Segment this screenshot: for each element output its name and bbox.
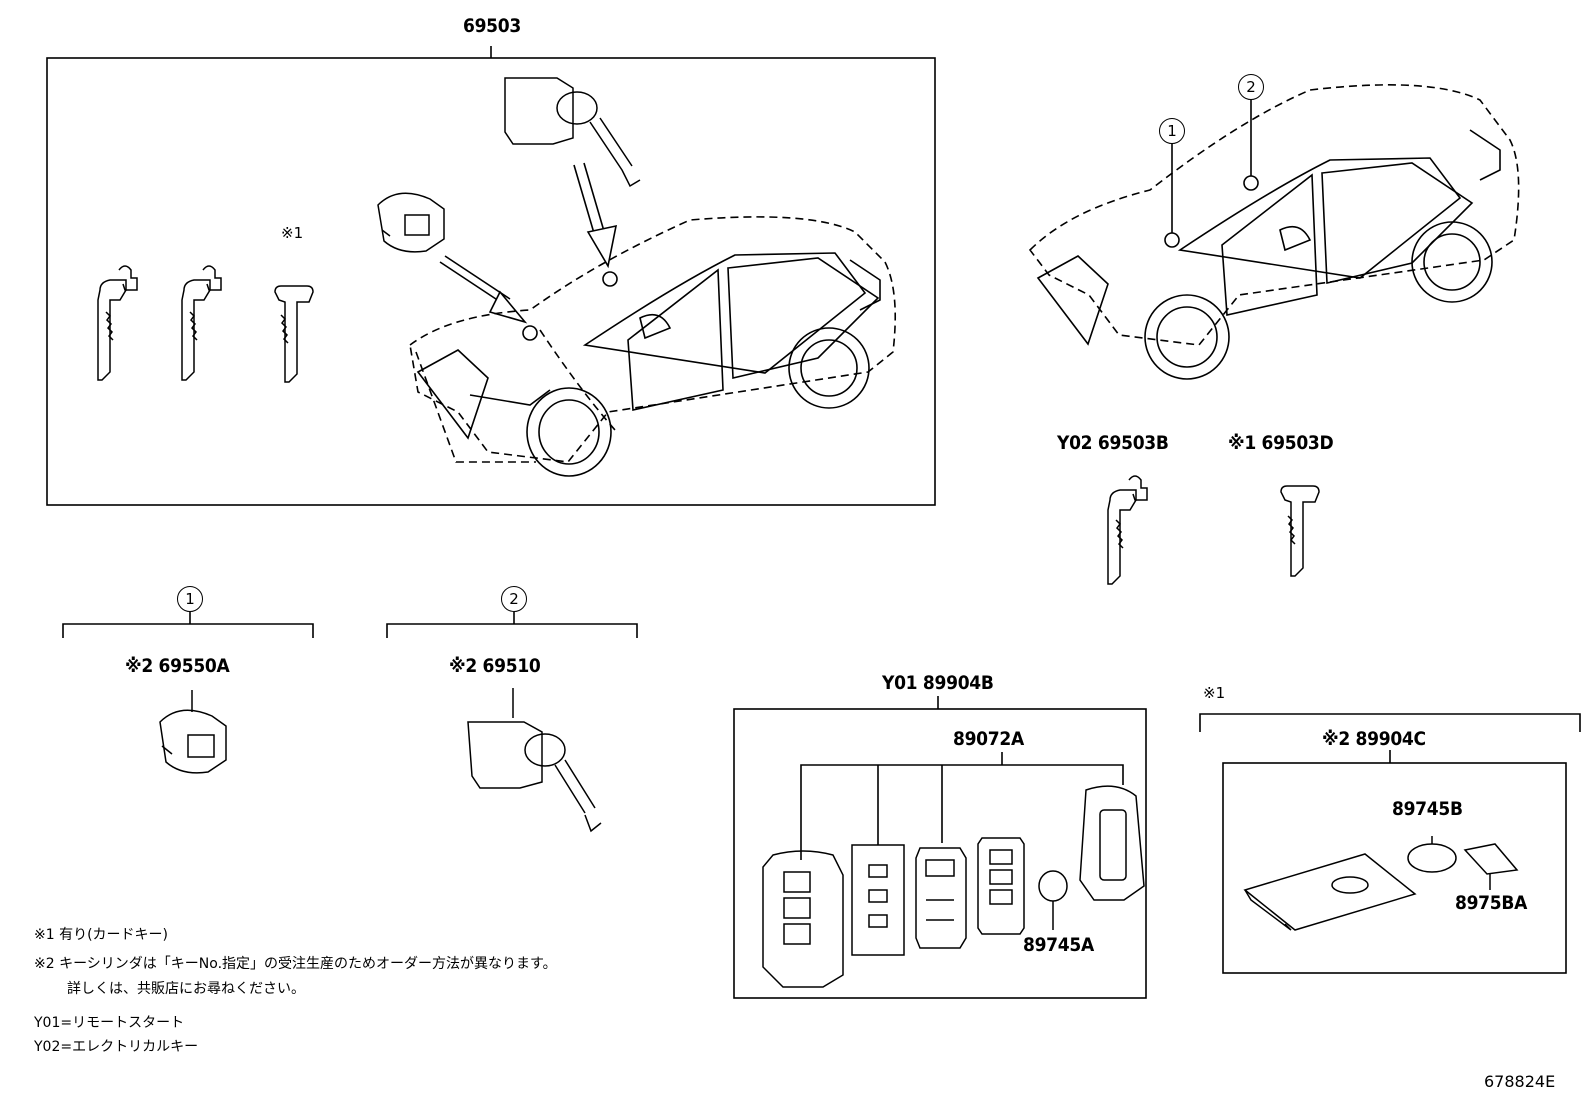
ignition-lock-cylinder-69510	[467, 688, 602, 833]
label-mark1-set: ※1	[1203, 684, 1226, 702]
figure-id: 678824E	[1484, 1072, 1556, 1091]
ignition-lock-cylinder-top	[504, 77, 641, 188]
label-69550a: ※2 69550A	[125, 655, 230, 677]
note-y01: Y01=リモートスタート	[34, 1015, 185, 1031]
mechanical-key-middle	[181, 265, 222, 381]
label-69503: 69503	[463, 15, 521, 37]
label-mark1-card: ※1	[281, 224, 304, 242]
key-case-back	[977, 837, 1025, 935]
bracket-group-1	[62, 623, 314, 638]
coin-battery-b	[1407, 836, 1457, 873]
coin-battery-a	[1038, 870, 1068, 930]
door-lock-cylinder-69550a	[159, 690, 227, 774]
label-69503d: ※1 69503D	[1228, 432, 1334, 454]
label-89072a: 89072A	[953, 728, 1024, 750]
note-2: ※2 キーシリンダは「キーNo.指定」の受注生産のためオーダー方法が異なります。	[34, 956, 557, 972]
card-key-bracket	[1199, 713, 1581, 732]
circle-label-1: 1	[177, 586, 203, 612]
circuit-board	[915, 847, 967, 949]
transmitter-bracket	[800, 764, 1124, 860]
label-89904c: ※2 89904C	[1322, 728, 1426, 750]
arrow-to-cylinder-2	[573, 162, 618, 269]
button-panel	[851, 844, 905, 956]
note-y02: Y02=エレクトリカルキー	[34, 1039, 199, 1055]
smart-key-front	[762, 850, 844, 988]
electrical-key-y02	[1107, 475, 1148, 585]
circle-label-2: 2	[501, 586, 527, 612]
car-illustration-left	[409, 216, 897, 477]
assembly-frame	[46, 57, 936, 506]
label-89745a: 89745A	[1023, 934, 1094, 956]
label-y02-69503b: Y02 69503B	[1057, 432, 1169, 454]
circle-label-1-car: 1	[1159, 118, 1185, 144]
label-y01-89904b: Y01 89904B	[882, 672, 994, 694]
insulator-sheet	[1463, 843, 1519, 890]
label-89745b: 89745B	[1392, 798, 1463, 820]
label-8975ba: 8975BA	[1455, 892, 1528, 914]
card-key-set-frame	[1222, 762, 1567, 974]
note-2-continued: 詳しくは、共販店にお尋ねください。	[67, 981, 305, 997]
note-1: ※1 有り(カードキー)	[34, 927, 169, 943]
card-key-69503d	[1280, 485, 1320, 577]
arrow-to-cylinder-1	[439, 255, 528, 324]
label-69510: ※2 69510	[449, 655, 541, 677]
card-key-plate	[1243, 853, 1417, 931]
bracket-group-2	[386, 623, 638, 638]
circle-label-2-car: 2	[1238, 74, 1264, 100]
car-illustration-right	[1028, 84, 1520, 380]
smart-key-rear	[1079, 785, 1145, 901]
door-lock-cylinder-small	[377, 192, 445, 253]
mechanical-key-left	[97, 265, 138, 381]
card-emergency-key	[274, 285, 314, 383]
transmitter-set-frame	[733, 708, 1147, 999]
